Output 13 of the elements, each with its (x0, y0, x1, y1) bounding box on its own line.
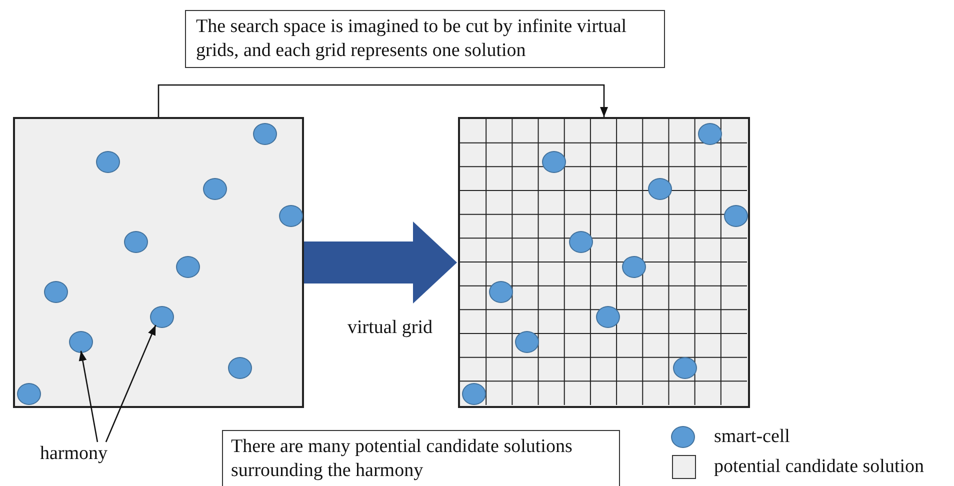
leader-line (78, 350, 98, 442)
connector-arrow (158, 84, 608, 117)
legend-label: potential candidate solution (714, 455, 924, 479)
legend-label: smart-cell (714, 425, 790, 449)
text-label: harmony (40, 442, 160, 470)
leader-line (105, 324, 156, 442)
edge-label: virtual grid (346, 316, 434, 340)
smart-cell-circle (69, 331, 93, 353)
callout-box: The search space is imagined to be cut by infinite virtual grids, and each grid represents one solution (185, 10, 665, 68)
search-space-panel (13, 117, 304, 408)
smart-cell-circle (150, 306, 174, 328)
note-box: There are many potential candidate solutions surrounding the harmony (222, 430, 620, 486)
block-arrow (304, 222, 457, 304)
